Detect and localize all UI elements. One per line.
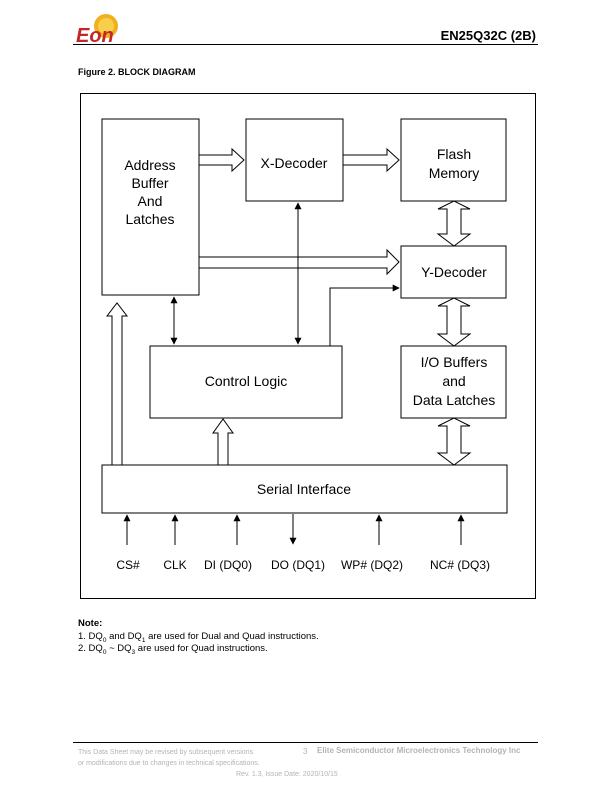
pin-label-cs: CS# [116,558,140,572]
x-decoder-block [245,118,344,202]
sun-rays-icon [94,14,118,38]
header-divider [73,44,538,45]
note-line-1: 1. DQ0 and DQ1 are used for Dual and Qua… [78,631,319,644]
diagram-frame [80,93,536,599]
control-logic-label: Control Logic [205,373,288,389]
footer-disclaimer-line-1: This Data Sheet may be revised by subseq… [78,749,254,756]
address-buffer-label-2: Buffer [131,175,168,191]
ydecoder-io-arrow [436,297,472,347]
pin-label-di: DI (DQ0) [204,558,252,572]
addr-to-ydecoder-arrow [199,248,400,276]
footer-disclaimer-line-2: or modifications due to changes in techn… [78,760,260,767]
serial-to-control-arrow [212,418,234,465]
io-buffers-label-1: I/O Buffers [421,354,488,370]
revision-info: Rev. 1.3, Issue Date: 2020/10/15 [236,771,338,778]
x-decoder-label: X-Decoder [261,155,328,171]
footer-disclaimer: This Data Sheet may be revised by subseq… [78,747,260,769]
footer-divider [73,742,538,743]
control-logic-block [149,345,343,419]
io-serial-arrow [436,417,472,466]
serial-to-address-arrow [105,302,129,465]
address-buffer-block [101,118,200,296]
io-buffers-label-2: and [442,373,465,389]
serial-interface-block [101,464,508,514]
io-buffers-label-3: Data Latches [413,392,496,408]
document-title: EN25Q32C (2B) [440,28,536,43]
address-buffer-label-1: Address [124,157,175,173]
pin-label-clk: CLK [163,558,186,572]
eon-logo: Eon [76,14,118,46]
control-to-ydecoder-link [329,284,400,346]
xdecoder-to-flash-arrow [343,147,400,173]
page-number: 3 [303,747,308,756]
address-buffer-label-4: Latches [125,211,174,227]
note-title: Note: [78,618,103,629]
flash-ydecoder-arrow [436,200,472,247]
block-diagram: Address Buffer And Latches X-Decoder Fla… [80,93,536,599]
pin-label-do: DO (DQ1) [271,558,325,572]
pin-label-wp: WP# (DQ2) [341,558,403,572]
addr-to-xdecoder-arrow [199,147,245,173]
note-line-2: 2. DQ0 ~ DQ3 are used for Quad instructi… [78,643,268,656]
y-decoder-label: Y-Decoder [421,264,487,280]
logo-text: Eon [76,25,114,46]
flash-memory-label-1: Flash [437,146,471,162]
address-buffer-label-3: And [138,193,163,209]
serial-interface-label: Serial Interface [257,481,351,497]
flash-memory-label-2: Memory [429,165,480,181]
figure-caption: Figure 2. BLOCK DIAGRAM [78,67,196,77]
company-name: Elite Semiconductor Microelectronics Tec… [317,746,521,755]
pin-label-nc: NC# (DQ3) [430,558,490,572]
